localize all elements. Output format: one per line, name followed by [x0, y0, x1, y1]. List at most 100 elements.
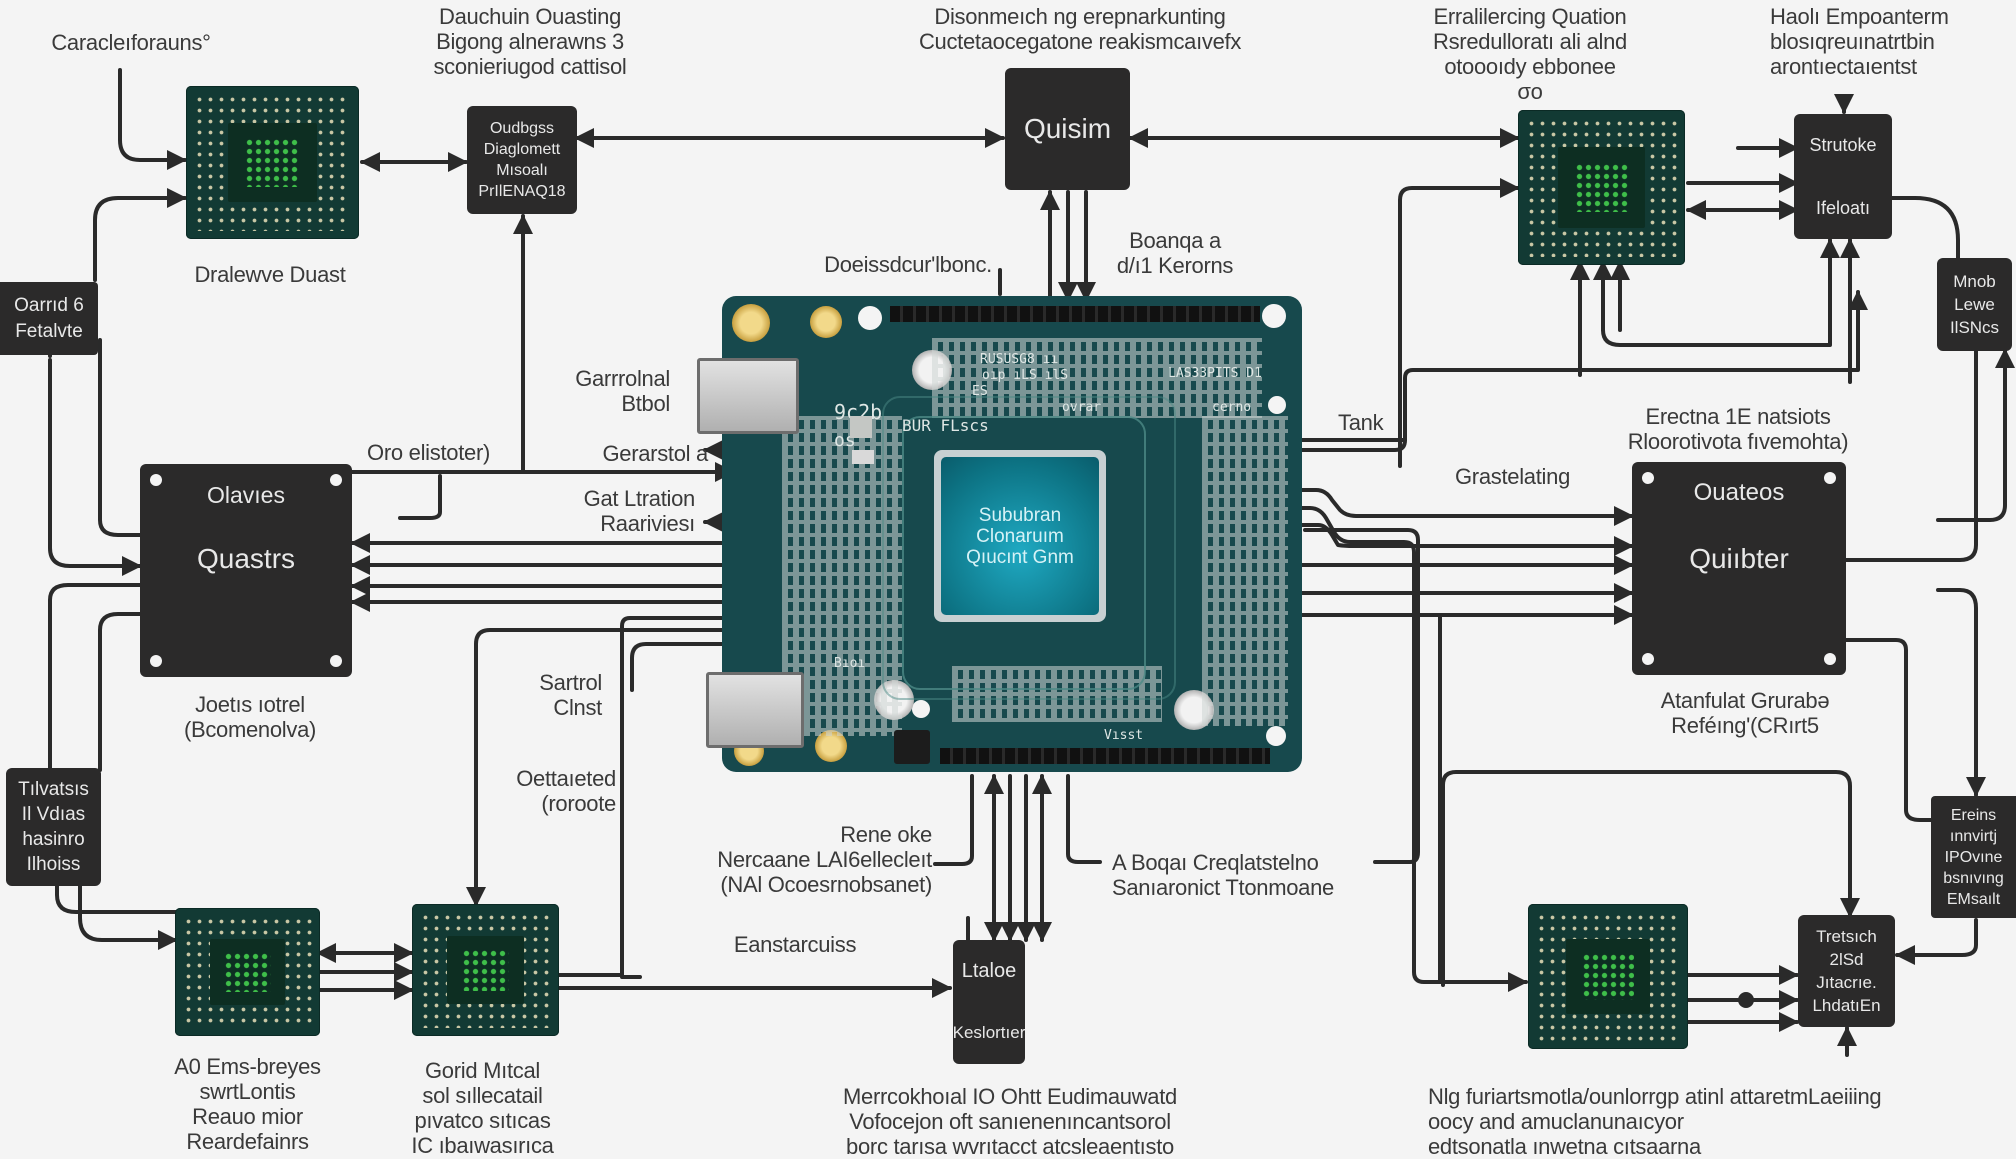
annotation-tank: Tank — [1338, 410, 1384, 435]
chip-bottom-left-1[interactable] — [175, 908, 320, 1036]
annotation-left-lower: Oettaıeted (roroote — [516, 766, 616, 816]
block-quasar-label-main: Quastrs — [196, 543, 296, 574]
wire — [1300, 488, 1634, 526]
block-bottom-right[interactable]: Tretsıch 2lSd Jıtacrıe. LhdatıEn — [1798, 915, 1895, 1027]
mount-hole — [330, 474, 342, 486]
annotation-top-far-right: Haolı Empoanterm blosıqreuınatrtbin aron… — [1770, 4, 1949, 79]
wire — [1398, 178, 1520, 468]
annotation-top-center: Disonmeıch ng erepnarkunting Cuctetaoceg… — [918, 4, 1242, 54]
silkscreen-label: LAS33PITS D1 — [1168, 366, 1262, 381]
wire — [48, 358, 142, 576]
block-far-right-top[interactable]: Mnob Lewe IlSNcs — [1937, 258, 2012, 351]
annotation-bus-top: Boanqa a d/ı1 Kerorns — [1116, 228, 1234, 278]
wire — [1300, 506, 1528, 992]
chip-bottom-right[interactable] — [1528, 904, 1688, 1049]
wire — [118, 68, 187, 170]
annotation-bottom-mid: Eanstarcuiss — [733, 932, 857, 957]
component-array — [932, 338, 1262, 418]
annotation-bottom-center-left: Rene oke Nercaane LAI6ellecleıt (NAl Oco… — [717, 822, 932, 897]
block-quasar-label-top: Olavıes — [207, 482, 285, 508]
wire — [1890, 196, 1960, 267]
chip-top-right[interactable] — [1518, 110, 1685, 265]
block-quisim-label: Quisim — [1023, 113, 1112, 144]
chip-top-left[interactable] — [186, 86, 359, 239]
wire — [78, 868, 178, 950]
block-quasar[interactable]: Olavıes Quastrs — [140, 464, 352, 677]
mount-hole — [1824, 653, 1836, 665]
block-far-right-top-label: Mnob Lewe IlSNcs — [1949, 272, 2000, 337]
block-far-left-top[interactable]: Oarrıd 6 Fetalvte — [0, 282, 98, 355]
wire — [1936, 588, 1986, 797]
chip-caption-bottom-left-1: A0 Ems-breyes swrtLontis Reauo mior Rear… — [174, 1054, 321, 1154]
wire — [1936, 348, 2015, 522]
mount-hole — [1642, 472, 1654, 484]
silkscreen-label: Bıoı — [834, 656, 866, 671]
annotation-port-top: Garrrolnal Btbol — [575, 366, 670, 416]
block-far-right-bottom-label: Ereins ınnvirtj IPOvıne bsnıvıng EMsaılt — [1943, 806, 2004, 908]
silkscreen-label: cerno — [1212, 400, 1252, 415]
usb-port-top[interactable] — [697, 358, 799, 434]
wire — [1895, 918, 1978, 965]
annotation-bottom-right-caption: Nlg furiartsmotla/ounlorrgp atinl attare… — [1428, 1084, 1882, 1159]
wire — [1066, 774, 1102, 864]
silkscreen-label: oıp ıLS ılS — [982, 368, 1069, 383]
quibter-caption: Atanfulat Grurabə Reféıng'(CRırt5 — [1660, 688, 1830, 738]
gold-mount-hole — [732, 304, 770, 342]
mount-hole — [858, 306, 882, 330]
wire — [630, 642, 735, 692]
processor-label: Sububran Clonaruım Qıucınt Gnm — [941, 457, 1099, 615]
block-far-left-bottom[interactable]: Tılvatsıs Il Vdıas hasinro Ilhoiss — [6, 768, 101, 886]
usb-port-bottom[interactable] — [706, 672, 804, 748]
block-top-right-label-top: Strutoke — [1809, 135, 1877, 156]
annotation-port-bottom: Sartrol Clnst — [539, 670, 602, 720]
wire — [1441, 770, 1860, 987]
wire — [1843, 638, 1944, 822]
chip-core — [461, 948, 509, 992]
annotation-top-left-corner: Caracleıforauns° — [51, 30, 211, 55]
chip-bottom-left-2[interactable] — [412, 904, 559, 1036]
wire — [1601, 238, 1840, 347]
block-far-right-bottom[interactable]: Ereins ınnvirtj IPOvıne bsnıvıng EMsaılt — [1931, 796, 2016, 918]
silkscreen-label: RUSUSG8 ıı — [980, 352, 1059, 367]
wire — [933, 774, 974, 866]
chip-core — [1574, 162, 1629, 213]
chip-core — [244, 138, 301, 187]
wire — [398, 474, 442, 520]
pin-header-top — [890, 306, 1260, 322]
chip-core — [224, 951, 271, 993]
wire — [620, 616, 735, 979]
mount-hole — [150, 655, 162, 667]
quantum-processor-chip[interactable]: Sububran Clonaruım Qıucınt Gnm — [934, 450, 1106, 622]
block-top-left[interactable]: Oudbgss Diaglomett Mısoalı PrIlENAQ18 — [467, 106, 577, 214]
component-array — [1202, 416, 1288, 726]
block-top-right-label-bottom: Ifeloatı — [1815, 197, 1871, 218]
mount-hole — [1642, 653, 1654, 665]
pin-header-bottom — [940, 748, 1270, 764]
wire — [98, 612, 142, 772]
annotation-board-top: Doeissdcur'lbonc. — [824, 252, 992, 277]
silkscreen-label: BUR FLscs — [902, 416, 989, 435]
mount-hole — [1262, 304, 1286, 328]
chip-caption-bottom-left-2: Gorid Mıtcal sol sıllecatail pıvatco sıt… — [411, 1058, 554, 1158]
wire — [48, 583, 142, 772]
mount-hole — [1266, 726, 1286, 746]
annotation-left-mid-2: Gerarstol a — [602, 441, 708, 466]
mount-hole — [912, 700, 930, 718]
block-quibter-label-top: Ouateos — [1693, 479, 1785, 506]
mount-hole — [1268, 396, 1286, 414]
block-far-left-bottom-label: Tılvatsıs Il Vdıas hasinro Ilhoiss — [18, 779, 89, 875]
component-array — [952, 666, 1162, 722]
block-far-left-top-label: Oarrıd 6 Fetalvte — [14, 294, 84, 342]
push-button[interactable] — [894, 730, 930, 764]
silkscreen-label: ovrar — [1062, 400, 1102, 415]
smd-component — [852, 450, 874, 464]
wire — [98, 338, 142, 537]
block-quisim[interactable]: Quisim — [1005, 68, 1130, 190]
pcb-trace — [882, 396, 1176, 700]
main-pcb-board[interactable]: 9c2b os BUR FLscs LAS33PITS D1 RUSUSG8 ı… — [722, 296, 1302, 772]
annotation-right-mid-cluster: Erectna 1E natsiots Rloorotivota fıvemoh… — [1627, 404, 1849, 454]
chip-core — [1582, 953, 1634, 1000]
block-quibter[interactable]: Ouateos Quiıbter — [1632, 462, 1846, 675]
